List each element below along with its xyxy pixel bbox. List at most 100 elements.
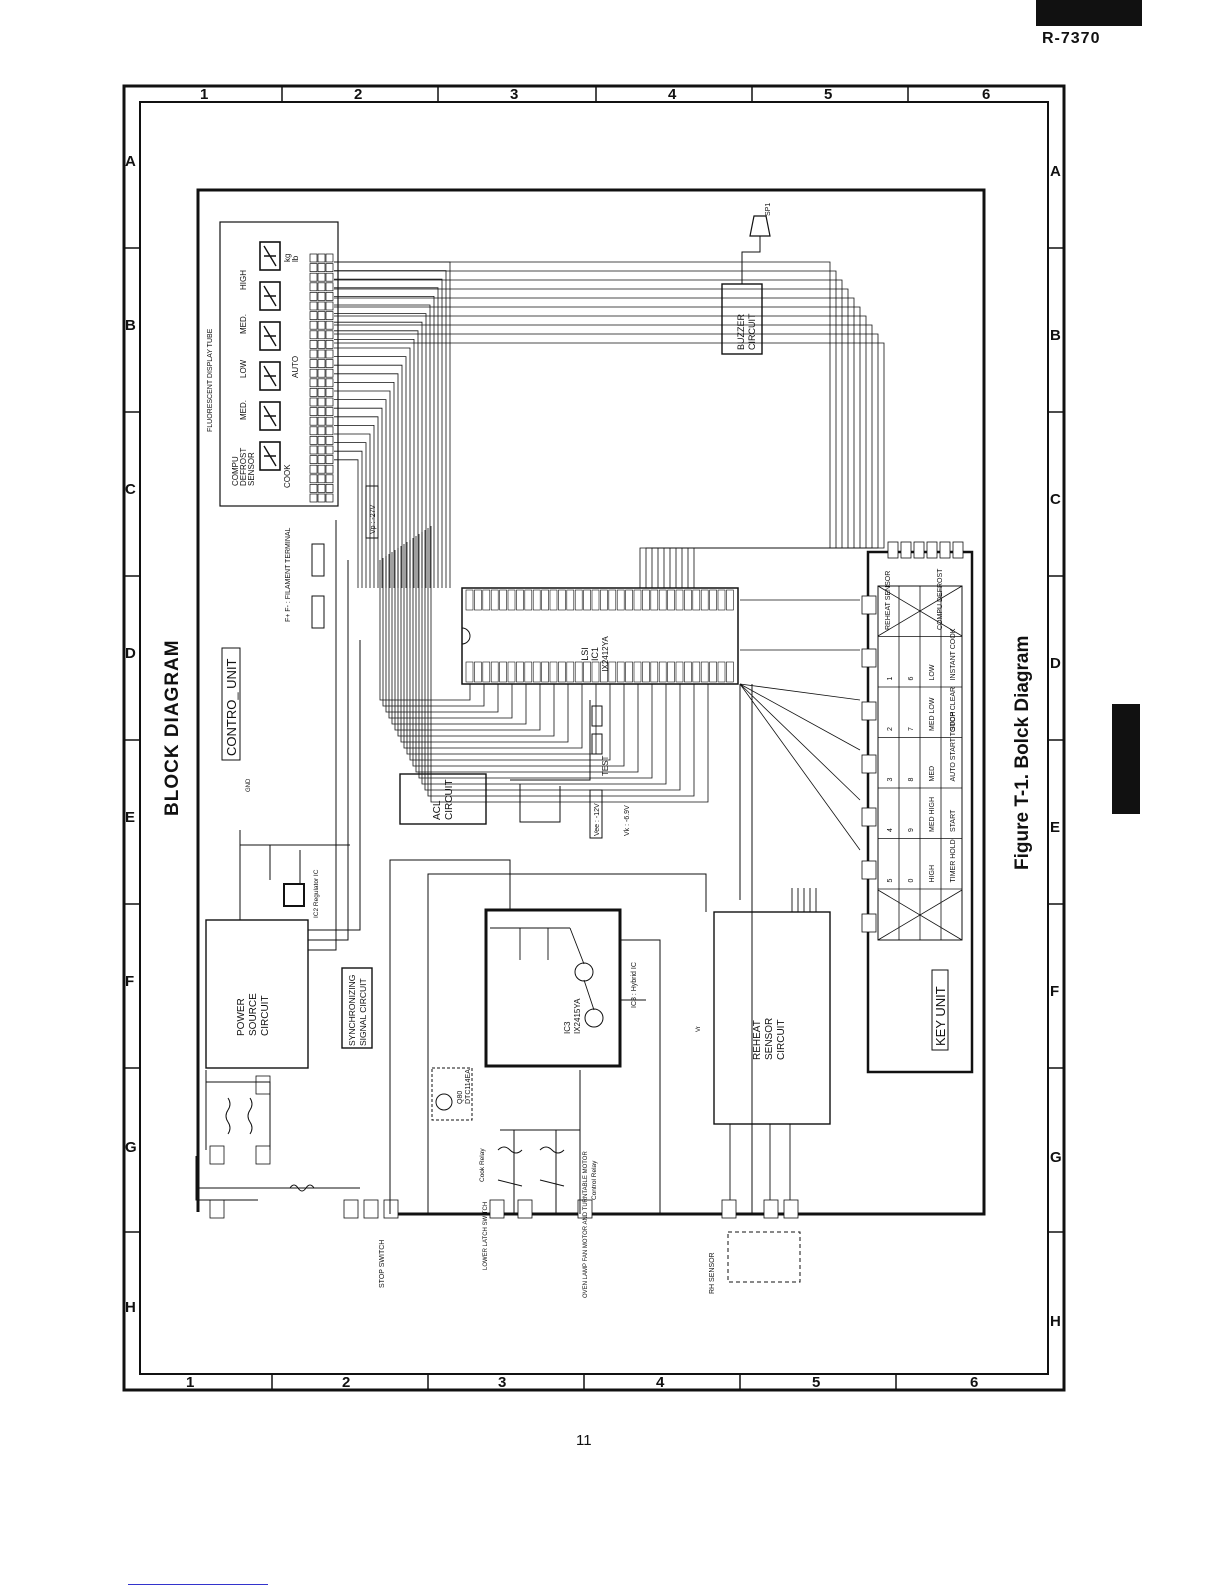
row-label-left-E: E: [125, 809, 135, 826]
lsi-pin-bottom: [684, 661, 692, 683]
lsi-pin-bottom: [583, 661, 591, 683]
power-line3: CIRCUIT: [260, 995, 271, 1036]
wire-connector-0: [209, 1199, 225, 1219]
lsi-pin-bottom: [490, 661, 499, 683]
lsi-pin-bottom: [499, 661, 507, 683]
display-digit-seg-0: [263, 245, 277, 267]
bus-line-low-7: [400, 546, 569, 743]
lsi-pin-bottom: [541, 661, 549, 683]
grid-ticks: [124, 86, 1064, 1390]
key-label-4-0: 4: [887, 828, 894, 832]
lsi-pin-top: [650, 589, 659, 611]
buzzer-line2: CIRCUIT: [747, 313, 757, 350]
lsi-pin-top: [549, 589, 558, 611]
vee-box: [589, 789, 603, 839]
lsi-pin-bottom: [692, 661, 701, 683]
display-pin: [325, 484, 334, 493]
q80-transistor-icon: [435, 1093, 453, 1111]
key-bus-2: [739, 683, 861, 701]
lsi-ic: IC1: [590, 647, 600, 661]
lsi-pin-top: [482, 589, 491, 611]
control-unit-label: CONTRO_ UNIT: [224, 658, 239, 756]
display-pin: [309, 282, 318, 292]
wire-connector-3: [255, 1075, 271, 1095]
key-connector-left-3: [861, 754, 877, 774]
display-digit-seg-4: [263, 405, 277, 427]
lsi-pin-bottom: [507, 661, 516, 683]
display-pin: [325, 416, 334, 426]
key-bus-5: [739, 683, 861, 851]
display-indicator-4: LOW: [239, 359, 248, 378]
display-pin: [325, 378, 334, 388]
display-pin: [317, 436, 326, 445]
lsi-chip: [461, 587, 739, 685]
power-source-box: [205, 919, 309, 1069]
reheat-sensor-box: [713, 911, 831, 1125]
display-pin: [309, 320, 318, 330]
sync-line2: SIGNAL CIRCUIT: [358, 978, 368, 1046]
display-pin: [317, 311, 326, 320]
figure-caption: Figure T-1. Bolck Diagram: [1012, 636, 1033, 870]
speaker-label: SP1: [765, 203, 772, 216]
sync-circuit-box: [341, 967, 373, 1049]
key-label-5-3: TIMER HOLD: [950, 839, 957, 882]
lsi-pin-top: [499, 589, 507, 611]
display-digit-seg-3: [263, 365, 277, 387]
bus-line-14: [334, 382, 395, 588]
col-label-bottom-6: 6: [970, 1374, 978, 1391]
lsi-pin-top: [591, 589, 600, 611]
row-label-right-D: D: [1050, 655, 1061, 672]
col-label-top-1: 1: [200, 86, 208, 103]
bus-line-low-9: [406, 542, 597, 755]
lsi-pin-top: [490, 589, 499, 611]
display-pin: [309, 416, 318, 426]
buzzer-line1: BUZZER: [736, 313, 746, 350]
display-indicator-6: MED.: [239, 314, 248, 334]
main-wiring: [195, 520, 753, 1214]
display-pin: [309, 340, 318, 349]
key-label-0-0: REHEAT SENSOR: [885, 571, 892, 630]
bus-line-low-10: [409, 540, 611, 761]
wire-connector-12: [783, 1199, 799, 1219]
lsi-pin-bottom: [549, 661, 558, 683]
display-pin: [325, 320, 334, 330]
display-pin: [309, 407, 318, 416]
display-tube: [219, 221, 339, 507]
key-label-4-1: 9: [908, 828, 915, 832]
display-pin: [325, 388, 334, 397]
display-pin: [309, 349, 318, 359]
vp-box: [365, 485, 379, 539]
bus-line-low-8: [403, 544, 583, 749]
side-index-tab: [1112, 704, 1140, 814]
reheat-line2: SENSOR: [764, 1018, 775, 1060]
power-line2: SOURCE: [248, 993, 259, 1036]
display-pin: [325, 397, 334, 407]
display-pin: [317, 493, 326, 503]
display-digits: [259, 241, 281, 471]
test-terminal-1: [591, 705, 603, 727]
key-label-1-0: 1: [887, 677, 894, 681]
vr-label: Vr: [696, 1026, 702, 1032]
test-terminal-2: [591, 733, 603, 755]
row-label-left-D: D: [125, 645, 136, 662]
bus-line-10: [334, 347, 411, 588]
display-pin: [317, 416, 326, 426]
bus-line-low-17: [430, 526, 709, 803]
display-pin: [309, 263, 318, 272]
acl-circuit-box: [399, 773, 487, 825]
lsi-pin-bottom: [717, 661, 726, 683]
model-number: R-7370: [1042, 30, 1101, 47]
display-pin: [309, 484, 318, 493]
display-pin: [325, 330, 334, 340]
display-indicator-8: kg: [283, 254, 292, 262]
key-connector-left-5: [861, 860, 877, 880]
lsi-pin-top: [574, 589, 583, 611]
bus-line-low-14: [421, 532, 667, 785]
lsi-pin-bottom: [608, 661, 617, 683]
display-pin: [325, 474, 334, 484]
inner-frame: [139, 101, 1049, 1375]
bus-line-right-4: [334, 297, 855, 588]
lsi-pin-bottom: [474, 661, 482, 683]
lsi-pin-top: [717, 589, 726, 611]
